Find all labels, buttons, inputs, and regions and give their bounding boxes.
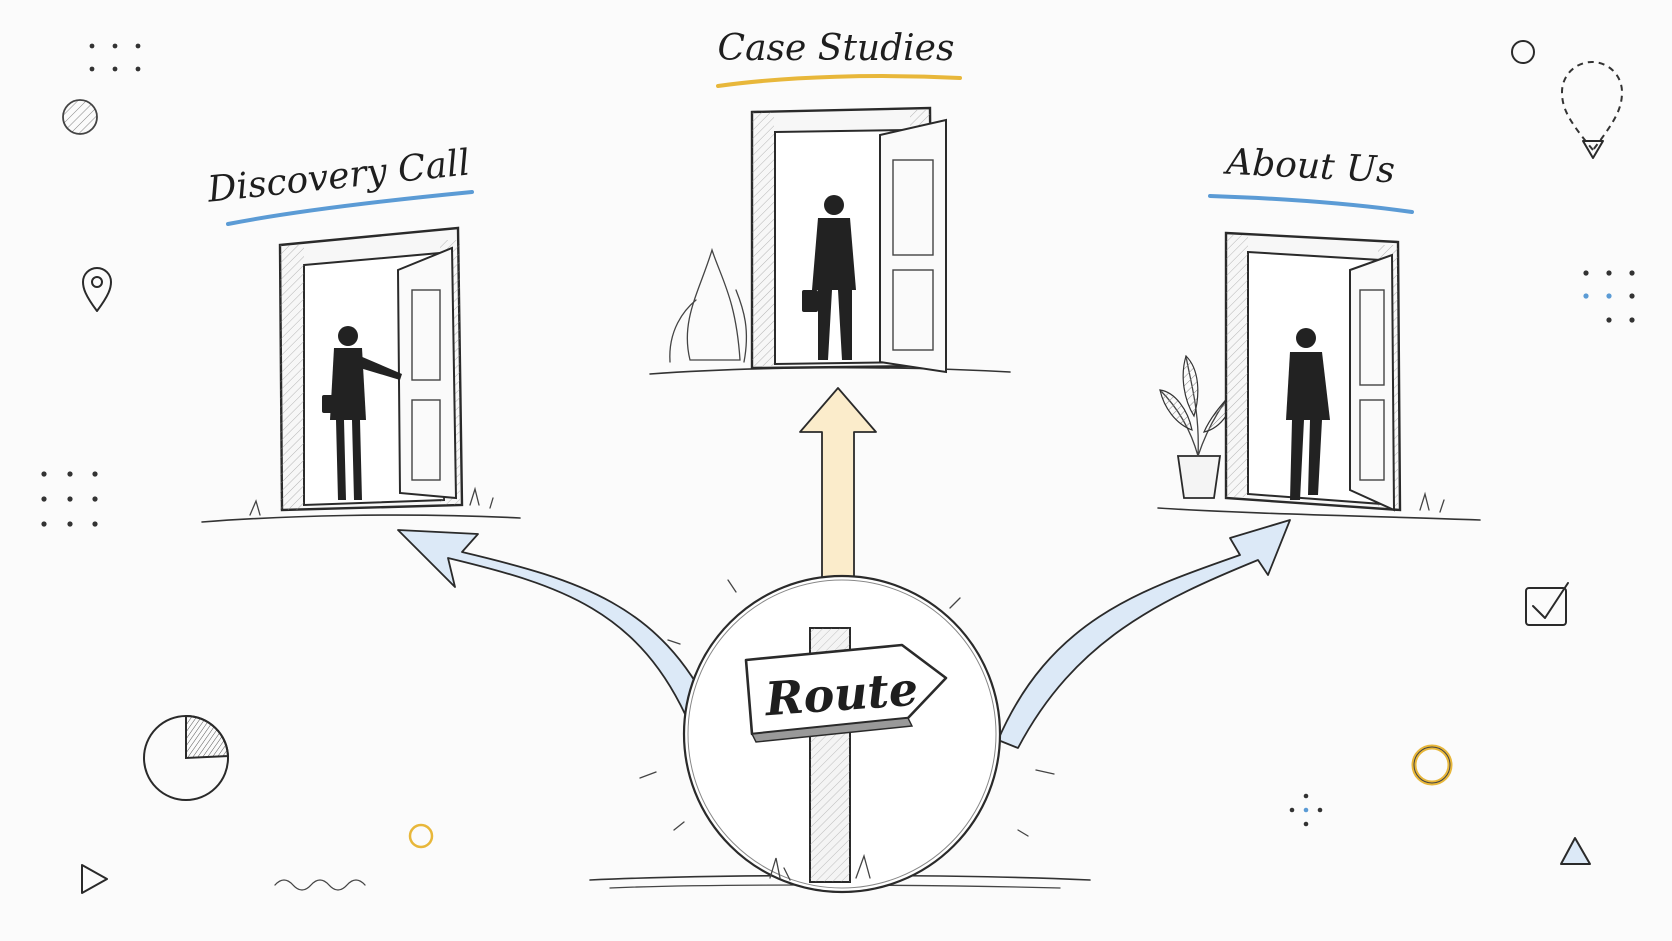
play-triangle-icon	[81, 864, 108, 894]
label-about-us: About Us	[1208, 141, 1414, 214]
burst-marks	[639, 579, 1055, 837]
dot-grid-left	[41, 471, 98, 527]
person-man-briefcase	[802, 195, 856, 360]
wave-line	[274, 879, 366, 891]
door-discovery-call	[201, 226, 521, 523]
yellow-ring-small	[408, 823, 434, 849]
door-case-studies	[649, 106, 1011, 375]
label-discovery-call: Discovery Call	[205, 142, 474, 226]
route-hub: Route	[589, 574, 1091, 894]
dot-grid-right	[1583, 270, 1635, 323]
dot-grid-top-left	[89, 43, 141, 72]
potted-plant	[1159, 354, 1237, 499]
dashed-pin-arrow-icon	[1560, 61, 1624, 159]
bush	[669, 247, 748, 363]
label-discovery-call-text: Discovery Call	[205, 142, 472, 210]
triangle-icon	[1560, 837, 1591, 865]
arrow-to-about-us	[997, 519, 1291, 749]
yellow-ring-large	[1411, 744, 1453, 786]
arrow-to-case-studies	[799, 387, 877, 579]
door-about-us	[1157, 231, 1481, 521]
label-case-studies-text: Case Studies	[718, 28, 955, 69]
underline-discovery-call	[226, 190, 474, 226]
arrow-to-discovery-call	[397, 529, 713, 726]
map-pin-icon	[82, 267, 112, 312]
route-sign: Route	[744, 643, 948, 743]
person-woman	[322, 326, 402, 500]
person-man-walking	[1286, 328, 1330, 500]
label-case-studies: Case Studies	[716, 28, 962, 88]
label-about-us-text: About Us	[1222, 141, 1396, 191]
sparkle-dots	[1289, 793, 1323, 827]
pie-chart-icon	[143, 714, 230, 801]
underline-case-studies	[716, 74, 962, 88]
route-sign-label: Route	[761, 662, 919, 727]
hatched-circle	[62, 99, 98, 135]
outline-circle	[1511, 40, 1535, 64]
checkbox-icon	[1525, 582, 1569, 626]
underline-about-us	[1208, 194, 1414, 214]
